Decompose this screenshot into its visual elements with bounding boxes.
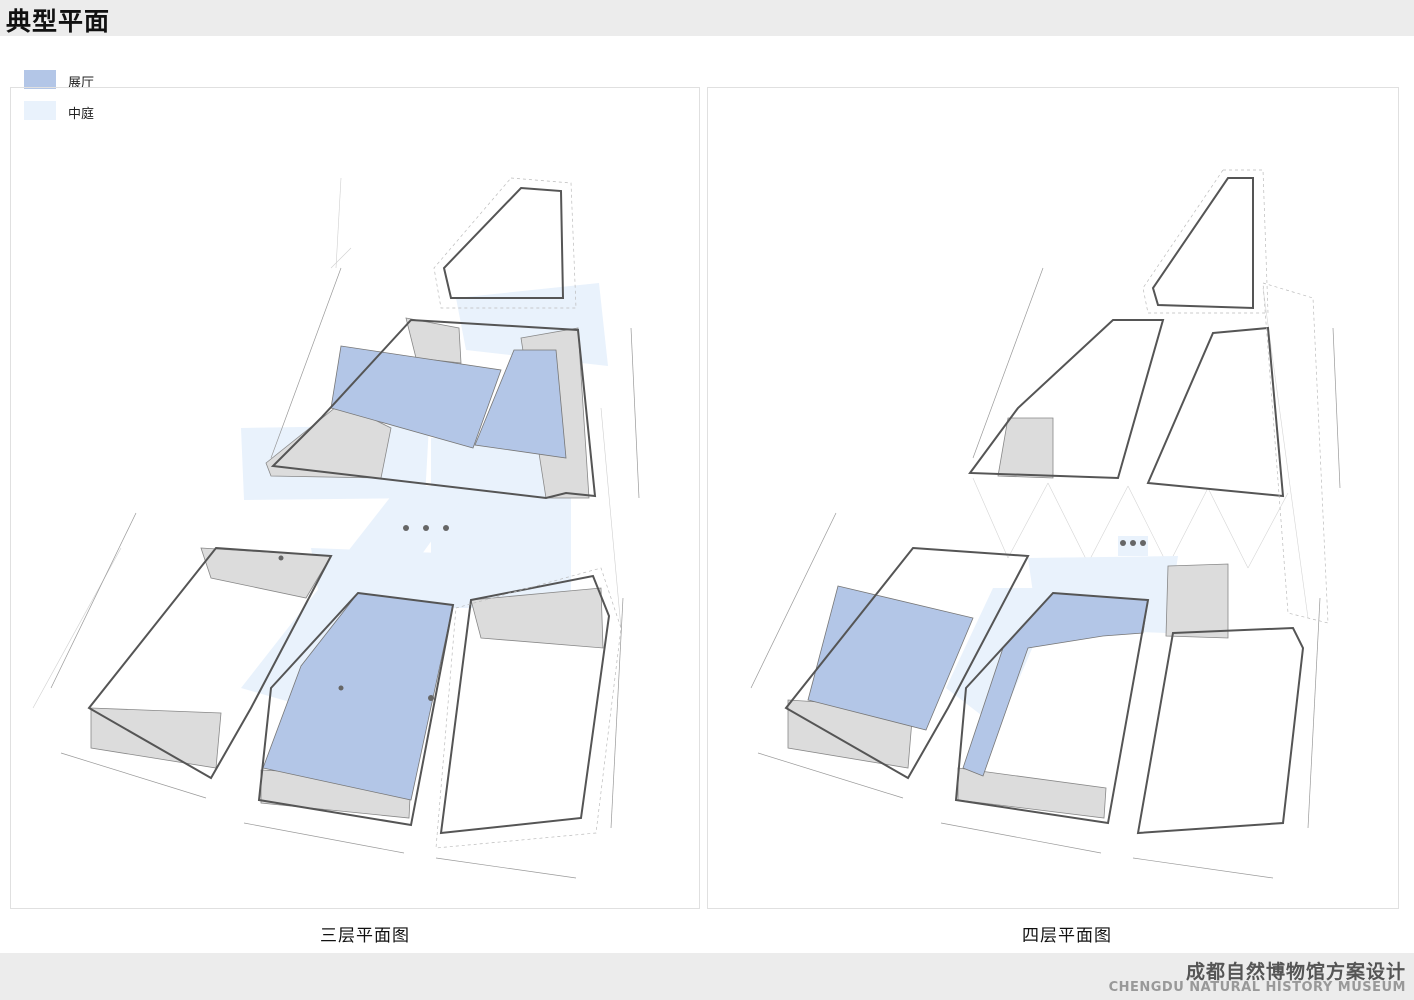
legend-swatch-atrium xyxy=(24,101,56,120)
page-title: 典型平面 xyxy=(6,7,111,36)
legend-item-atrium: 中庭 xyxy=(24,101,224,122)
fourth-floor-plan: 四层平面图 xyxy=(707,87,1399,946)
legend-label-atrium: 中庭 xyxy=(68,107,95,122)
footer-bar: 成都自然博物馆方案设计 CHENGDU NATURAL HISTORY MUSE… xyxy=(0,953,1414,1000)
header-bar: 典型平面 xyxy=(0,0,1414,36)
legend-swatch-gallery xyxy=(24,70,56,89)
fourth-floor-caption: 四层平面图 xyxy=(1022,926,1112,946)
fourth-floor-drawing xyxy=(750,169,1341,879)
third-floor-drawing xyxy=(32,177,640,879)
third-floor-caption: 三层平面图 xyxy=(320,926,410,946)
footer-title-en: CHENGDU NATURAL HISTORY MUSEUM xyxy=(1108,980,1406,995)
third-floor-plan: 三层平面图 xyxy=(10,87,700,946)
footer-title-cn: 成都自然博物馆方案设计 xyxy=(1185,961,1406,983)
